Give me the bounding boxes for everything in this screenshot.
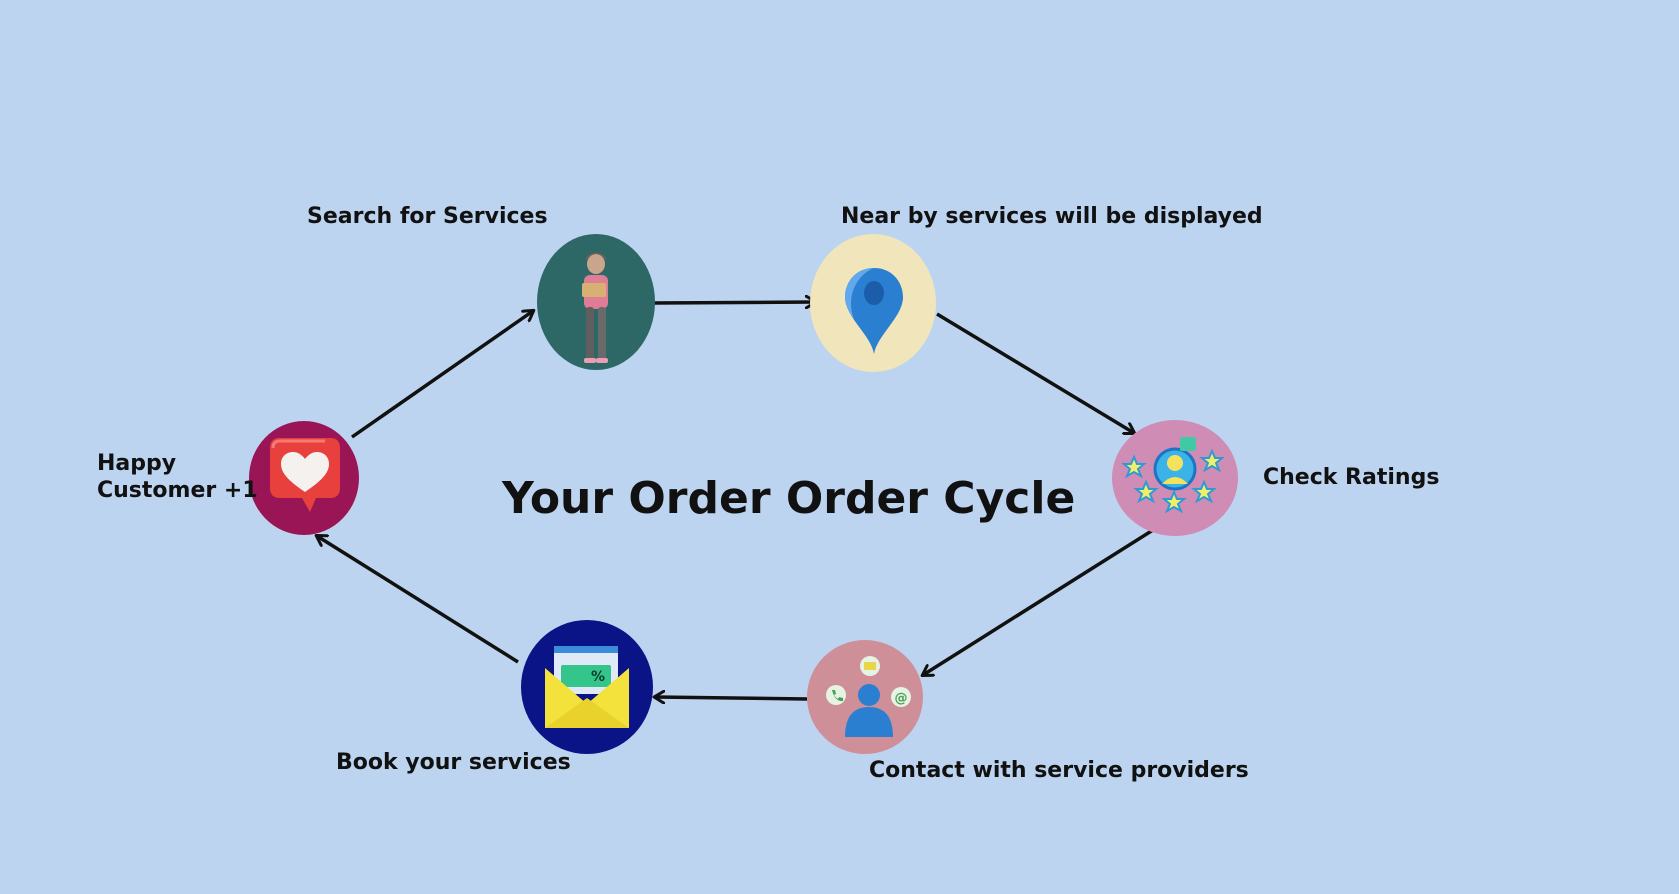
step-happy-node [249, 421, 359, 535]
step-nearby-label: Near by services will be displayed [841, 204, 1263, 229]
step-contact-node: @ [807, 640, 923, 754]
step-search-node [537, 234, 655, 370]
arrow-nearby-to-ratings [936, 312, 1134, 433]
person-holding-box-icon [582, 252, 608, 363]
arrow-search-to-nearby [653, 302, 815, 303]
arrow-book-to-happy [317, 536, 519, 664]
svg-text:@: @ [895, 691, 908, 706]
step-happy-label-line2: Customer +1 [97, 478, 258, 503]
location-pin-icon [845, 268, 903, 354]
step-happy-label-line1: Happy [97, 451, 177, 476]
step-book-label: Book your services [336, 750, 571, 775]
arrow-ratings-to-contact [923, 528, 1154, 675]
step-ratings-label: Check Ratings [1263, 465, 1440, 490]
step-search-label: Search for Services [307, 204, 548, 229]
diagram-title: Your Order Order Cycle [502, 473, 1076, 524]
step-ratings-node [1112, 420, 1238, 536]
step-happy-label: Happy Customer +1 [97, 450, 258, 504]
ticket-envelope-icon: % [545, 646, 629, 728]
contact-person-icon: @ [826, 656, 911, 737]
star-rating-icon [1121, 437, 1225, 514]
arrow-happy-to-search [351, 311, 533, 439]
svg-text:%: % [591, 669, 605, 685]
arrow-contact-to-book [655, 697, 808, 699]
step-nearby-node [810, 234, 936, 372]
step-book-node: % [521, 620, 653, 754]
cycle-arrows [317, 302, 1154, 699]
heart-like-icon [270, 438, 340, 512]
step-contact-label: Contact with service providers [869, 758, 1249, 783]
